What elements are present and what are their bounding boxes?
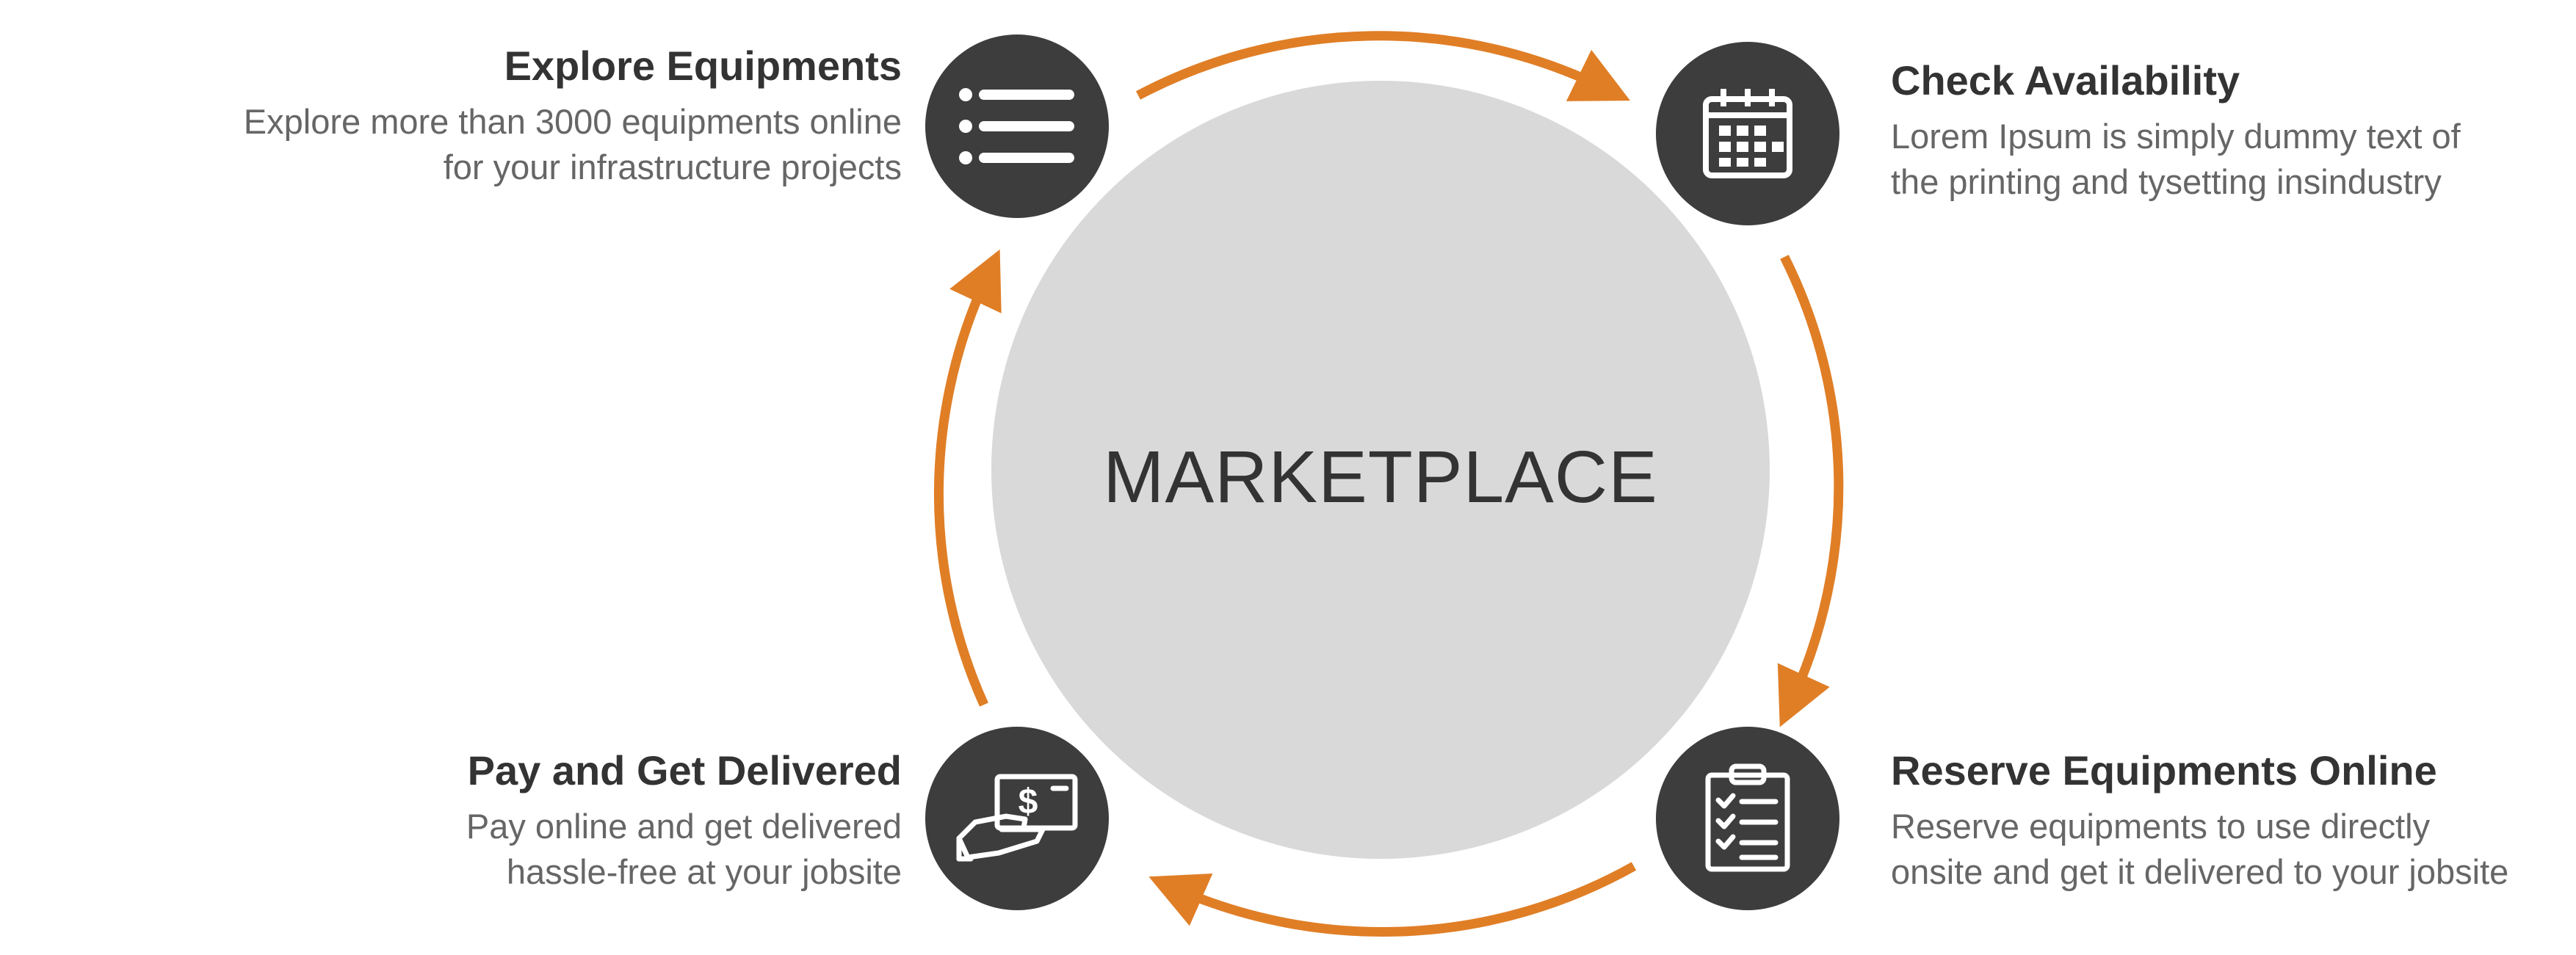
step-pay-and-get-delivered: Pay and Get Delivered Pay online and get…	[466, 745, 902, 895]
arrow-reserve-to-pay	[1148, 862, 1637, 937]
list-icon	[925, 35, 1109, 218]
step-description: Explore more than 3000 equipments online…	[244, 99, 902, 190]
hand-cash-icon: $	[925, 727, 1109, 910]
svg-text:$: $	[1019, 782, 1038, 821]
center-label: MARKETPLACE	[1103, 435, 1658, 518]
step-description-line: Lorem Ipsum is simply dummy text of	[1891, 117, 2461, 156]
step-description-line: hassle-free at your jobsite	[506, 852, 902, 891]
step-description-line: Reserve equipments to use directly	[1891, 807, 2431, 846]
step-description-line: onsite and get it delivered to your jobs…	[1891, 852, 2509, 891]
step-explore-equipments: Explore Equipments Explore more than 300…	[244, 40, 902, 190]
clipboard-checklist-icon	[1656, 727, 1839, 910]
arrow-check-to-reserve	[1777, 255, 1844, 727]
marketplace-center-circle	[991, 81, 1770, 859]
arrow-explore-to-check	[1135, 31, 1631, 101]
step-title: Pay and Get Delivered	[467, 747, 902, 794]
step-title: Reserve Equipments Online	[1891, 747, 2437, 794]
step-description: Lorem Ipsum is simply dummy text of the …	[1891, 114, 2461, 205]
calendar-icon	[1656, 42, 1839, 225]
step-description-line: Explore more than 3000 equipments online	[243, 102, 902, 141]
step-description: Pay online and get delivered hassle-free…	[466, 804, 902, 895]
step-reserve-equipments-online: Reserve Equipments Online Reserve equipm…	[1891, 745, 2508, 895]
step-description: Reserve equipments to use directly onsit…	[1891, 804, 2508, 895]
step-title: Check Availability	[1891, 57, 2240, 104]
step-description-line: Pay online and get delivered	[466, 807, 902, 846]
step-description-line: the printing and tysetting insindustry	[1891, 162, 2442, 201]
arrow-pay-to-explore	[933, 249, 1002, 707]
step-title: Explore Equipments	[504, 43, 902, 89]
step-check-availability: Check Availability Lorem Ipsum is simply…	[1891, 55, 2461, 205]
step-description-line: for your infrastructure projects	[443, 148, 902, 186]
